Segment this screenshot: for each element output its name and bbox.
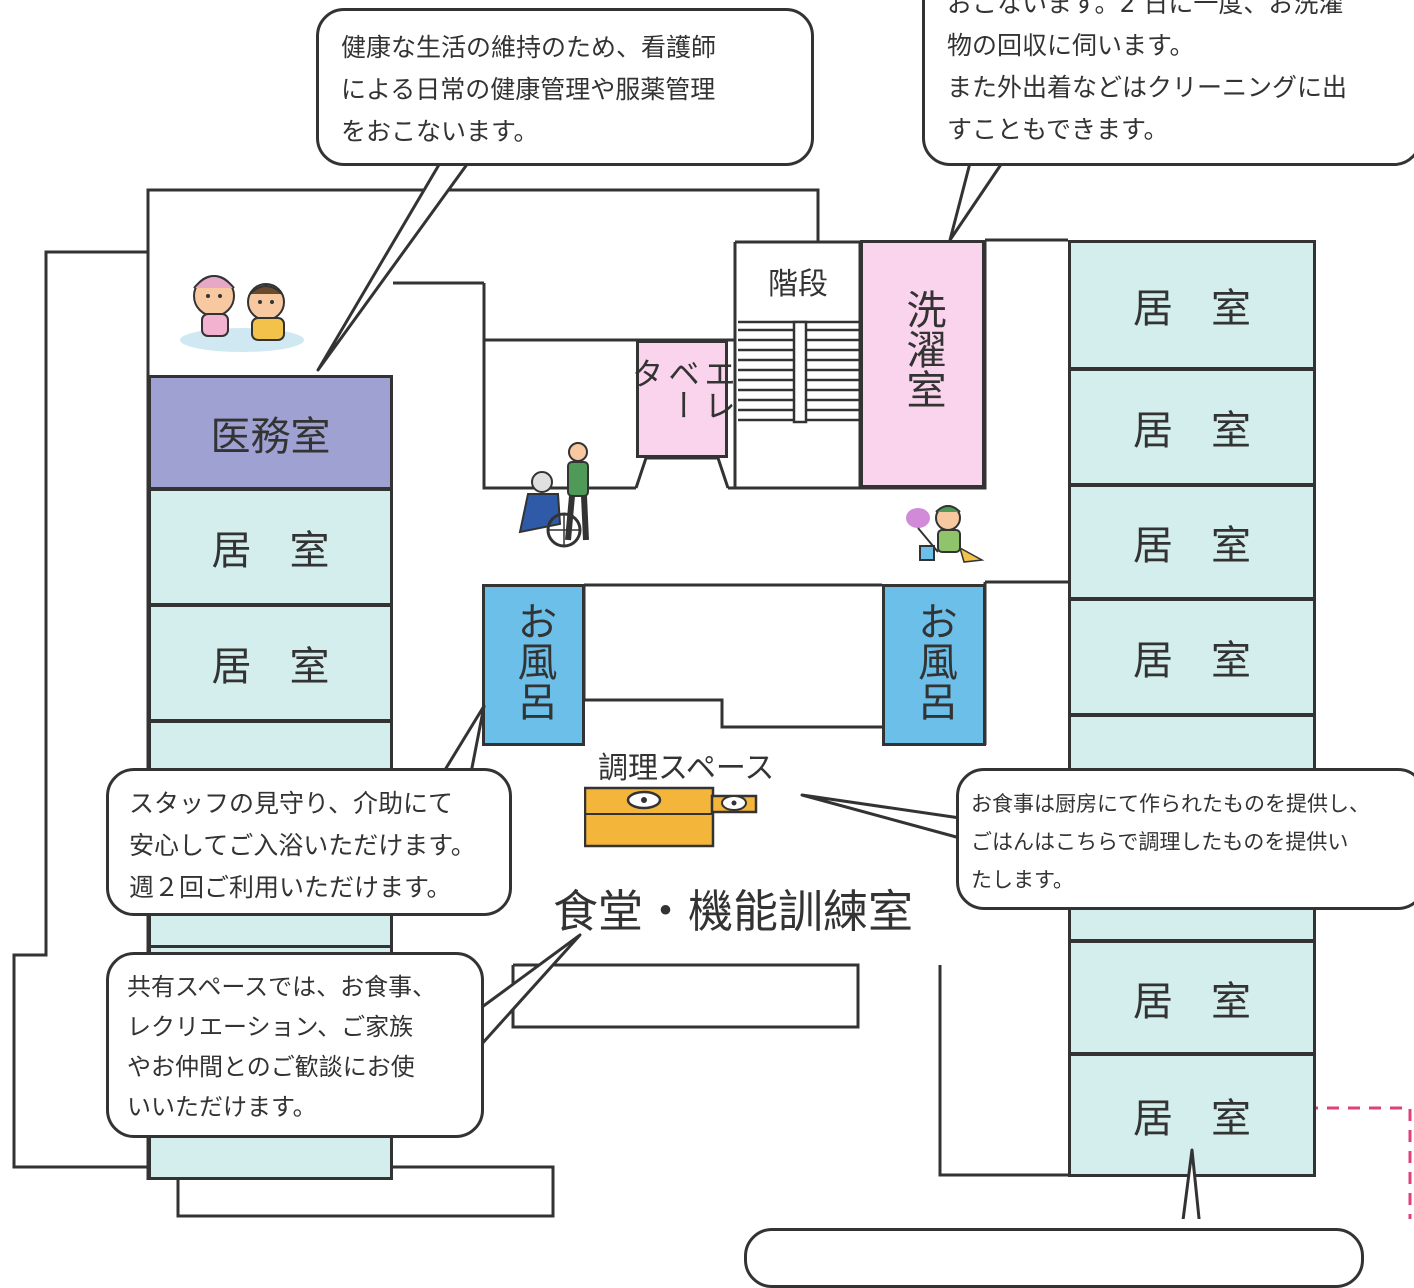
stairs-label-area: 階段 bbox=[738, 246, 858, 316]
laundry-room: 洗濯室 bbox=[860, 240, 985, 488]
bath-info-bubble: スタッフの見守り、介助にて 安心してご入浴いただけます。 週２回ご利用いただけま… bbox=[106, 768, 512, 916]
living-room-left-1: 居室 bbox=[148, 488, 393, 606]
wheelchair-caregiver-icon bbox=[518, 442, 589, 548]
nurse-patient-icon bbox=[180, 275, 304, 352]
bath-room-right: お風呂 bbox=[882, 584, 986, 746]
elevator-label: エレベータ bbox=[627, 357, 737, 421]
laundry-room-label: 洗濯室 bbox=[899, 289, 946, 409]
living-room-right-6: 居室 bbox=[1068, 940, 1316, 1055]
kitchen-space-label: 調理スペース bbox=[598, 751, 775, 786]
living-room-right-3: 居室 bbox=[1068, 484, 1316, 600]
kitchen-counter-icon bbox=[584, 786, 758, 848]
living-room-left-2: 居室 bbox=[148, 604, 393, 722]
meal-info-bubble: お食事は厨房にて作られたものを提供し、 ごはんはこちらで調理したものを提供い た… bbox=[956, 768, 1414, 910]
bath-room-left: お風呂 bbox=[482, 584, 585, 746]
laundry-info-bubble: おこないます。2 日に一度、お洗濯 物の回収に伺います。 また外出着などはクリー… bbox=[922, 0, 1414, 166]
common-space-info-bubble: 共有スペースでは、お食事、 レクリエーション、ご家族 やお仲間とのご歓談にお使 … bbox=[106, 952, 484, 1138]
nurse-info-bubble: 健康な生活の維持のため、看護師 による日常の健康管理や服薬管理 をおこないます。 bbox=[316, 8, 814, 166]
living-room-right-1: 居室 bbox=[1068, 240, 1316, 370]
dining-room-label: 食堂・機能訓練室 bbox=[553, 885, 914, 938]
stairs-label: 階段 bbox=[768, 267, 828, 302]
living-room-right-2: 居室 bbox=[1068, 368, 1316, 486]
elevator: エレベータ bbox=[627, 340, 737, 458]
bottom-info-bubble bbox=[744, 1228, 1364, 1288]
bath-left-label: お風呂 bbox=[510, 601, 557, 721]
medical-room-label: 医務室 bbox=[210, 413, 331, 460]
cleaning-staff-icon bbox=[906, 505, 985, 563]
medical-room: 医務室 bbox=[148, 375, 393, 490]
bath-right-label: お風呂 bbox=[911, 601, 957, 721]
bubble-tails bbox=[316, 162, 1201, 1219]
